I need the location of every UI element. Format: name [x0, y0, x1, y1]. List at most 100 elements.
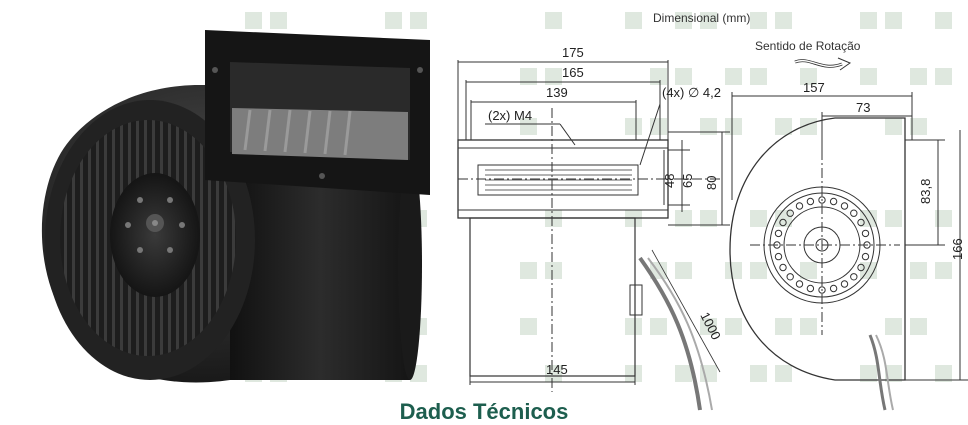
front-view-drawing: [729, 57, 968, 411]
dim-157: 157: [803, 80, 825, 95]
background-square: [700, 210, 717, 227]
dim-139: 139: [546, 85, 568, 100]
dim-48: 48: [662, 174, 677, 188]
background-square: [935, 365, 952, 382]
ring-hole: [850, 209, 858, 217]
background-square: [410, 12, 427, 29]
ring-hole: [795, 202, 804, 210]
section-title: Dados Técnicos: [399, 399, 569, 424]
ring-hole: [786, 273, 794, 281]
background-square: [385, 12, 402, 29]
background-square: [700, 365, 717, 382]
background-square: [935, 262, 952, 279]
background-square: [520, 118, 537, 135]
ring-hole: [818, 196, 826, 204]
background-square: [935, 12, 952, 29]
dim-screws: (2x) M4: [488, 108, 532, 123]
ring-hole: [774, 252, 783, 261]
ring-hole: [786, 209, 794, 217]
background-square: [675, 262, 692, 279]
background-square: [675, 210, 692, 227]
background-square: [775, 318, 792, 335]
ring-hole: [857, 218, 865, 227]
background-square: [885, 318, 902, 335]
background-square: [700, 12, 717, 29]
dim-145: 145: [546, 362, 568, 377]
background-square: [910, 318, 927, 335]
background-square: [675, 365, 692, 382]
background-square: [750, 12, 767, 29]
dim-83-8: 83,8: [918, 179, 933, 204]
dim-holes: (4x) ∅ 4,2: [662, 85, 721, 100]
background-square: [885, 118, 902, 135]
background-square: [545, 365, 562, 382]
background-square: [910, 262, 927, 279]
background-square: [885, 365, 902, 382]
background-square: [910, 68, 927, 85]
ring-hole: [806, 197, 815, 206]
ring-hole: [861, 252, 870, 261]
ring-hole: [829, 284, 838, 293]
dim-65: 65: [680, 174, 695, 188]
dim-80: 80: [704, 176, 719, 190]
ring-hole: [857, 263, 865, 272]
background-square: [675, 12, 692, 29]
background-square: [775, 118, 792, 135]
rotation-label: Sentido de Rotação: [755, 39, 861, 53]
background-square: [245, 12, 262, 29]
blower-photo: [41, 30, 430, 383]
side-view-drawing: [457, 60, 730, 411]
dim-73: 73: [856, 100, 870, 115]
ring-hole: [795, 280, 804, 288]
background-square: [750, 68, 767, 85]
dim-166: 166: [950, 238, 965, 260]
background-square: [750, 210, 767, 227]
ring-hole: [774, 229, 783, 238]
background-square: [270, 12, 287, 29]
background-square: [675, 68, 692, 85]
background-square: [625, 365, 642, 382]
background-square: [545, 262, 562, 279]
background-square: [625, 12, 642, 29]
background-square: [545, 12, 562, 29]
background-square: [650, 318, 667, 335]
background-square: [885, 210, 902, 227]
background-square: [775, 365, 792, 382]
background-square: [935, 210, 952, 227]
background-square: [650, 68, 667, 85]
background-square: [725, 118, 742, 135]
background-square: [725, 262, 742, 279]
drawing-title: Dimensional (mm): [653, 11, 750, 25]
background-square: [625, 118, 642, 135]
ring-hole: [840, 202, 849, 210]
background-square: [520, 262, 537, 279]
ring-hole: [840, 280, 849, 288]
background-square: [700, 318, 717, 335]
background-square: [860, 365, 877, 382]
background-square: [885, 12, 902, 29]
background-square: [935, 68, 952, 85]
ring-hole: [850, 273, 858, 281]
background-square: [800, 68, 817, 85]
background-square: [545, 68, 562, 85]
background-square: [520, 318, 537, 335]
background-square: [625, 318, 642, 335]
ring-hole: [806, 284, 815, 293]
background-square: [520, 68, 537, 85]
background-square: [860, 68, 877, 85]
background-square: [750, 262, 767, 279]
background-square: [910, 118, 927, 135]
background-square: [860, 12, 877, 29]
background-square: [800, 262, 817, 279]
background-square: [700, 118, 717, 135]
background-square: [725, 318, 742, 335]
ring-hole: [829, 197, 838, 206]
background-square: [775, 210, 792, 227]
background-square: [775, 12, 792, 29]
dim-165: 165: [562, 65, 584, 80]
background-square: [750, 365, 767, 382]
dim-175: 175: [562, 45, 584, 60]
ring-hole: [818, 286, 826, 294]
ring-hole: [861, 229, 870, 238]
